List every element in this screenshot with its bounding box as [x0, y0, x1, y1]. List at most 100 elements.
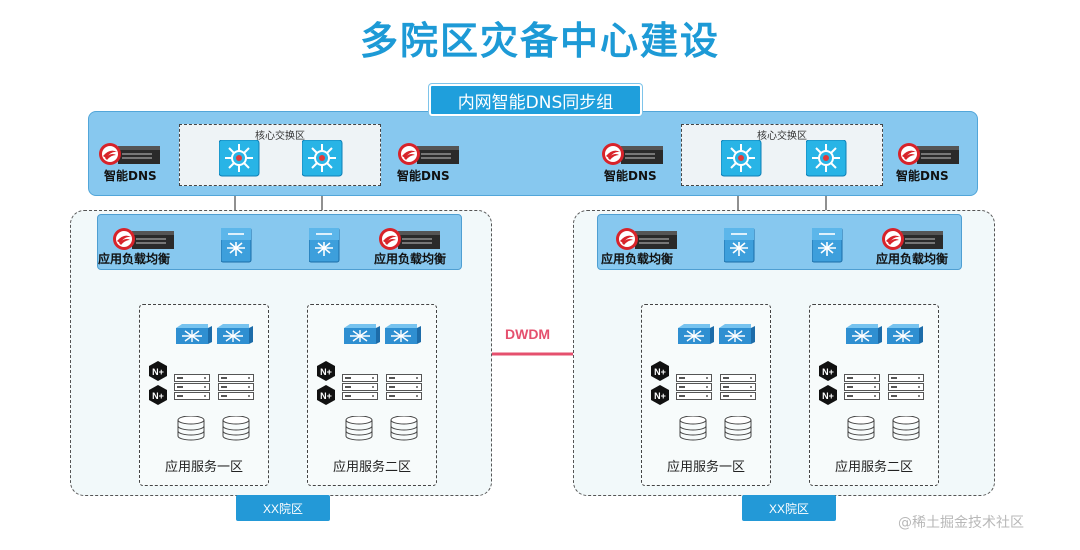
appliance-icon	[113, 228, 174, 250]
database-icon	[724, 416, 752, 441]
access-switch	[719, 324, 756, 345]
server-icon	[174, 374, 210, 400]
server-icon	[218, 374, 254, 400]
dns-label-1: 智能DNS	[104, 169, 157, 183]
core-zone-label-right: 核心交换区	[757, 131, 807, 142]
lb-label-2: 应用负载均衡	[374, 252, 447, 266]
database-icon	[177, 416, 205, 441]
server	[386, 374, 422, 400]
nginx-plus-icon	[651, 361, 669, 381]
campus-tag-right: XX院区	[742, 495, 836, 521]
database-icon	[847, 416, 875, 441]
lb-switch-2	[309, 228, 340, 263]
l2-switch-icon	[217, 324, 254, 345]
appliance-icon	[898, 143, 959, 165]
database	[390, 416, 418, 441]
lb-appliance-4	[881, 227, 943, 251]
dwdm-link-label: DWDM	[505, 326, 551, 342]
access-switch	[887, 324, 924, 345]
database	[679, 416, 707, 441]
dns-label-2: 智能DNS	[397, 169, 450, 183]
lb-appliance-1	[112, 227, 174, 251]
server	[844, 374, 880, 400]
access-switch	[217, 324, 254, 345]
core-switch-icon	[806, 140, 847, 177]
core-switch-icon	[302, 140, 343, 177]
core-switch-2	[302, 140, 343, 177]
core-switch-1	[219, 140, 260, 177]
nginx-plus-icon	[317, 361, 335, 381]
server-icon	[888, 374, 924, 400]
nginx-plus-icon	[149, 385, 167, 405]
dns-appliance-1	[98, 142, 160, 166]
access-switch	[344, 324, 381, 345]
load-balancer-switch-icon	[221, 228, 252, 263]
zone1-label-left: 应用服务一区	[164, 460, 243, 475]
nginx-plus	[650, 385, 670, 405]
lb-label-1: 应用负载均衡	[98, 252, 171, 266]
l2-switch-icon	[887, 324, 924, 345]
nginx-plus-icon	[819, 361, 837, 381]
server	[218, 374, 254, 400]
l2-switch-icon	[176, 324, 213, 345]
nginx-plus	[316, 361, 336, 381]
server-icon	[720, 374, 756, 400]
server-icon	[342, 374, 378, 400]
watermark: @稀土掘金技术社区	[898, 515, 1024, 531]
zone2-label-right: 应用服务二区	[834, 460, 913, 475]
appliance-icon	[882, 228, 943, 250]
lb-label-4: 应用负载均衡	[876, 252, 949, 266]
l2-switch-icon	[846, 324, 883, 345]
database-icon	[222, 416, 250, 441]
core-switch-icon	[219, 140, 260, 177]
database	[177, 416, 205, 441]
nginx-plus	[818, 385, 838, 405]
core-zone-right	[681, 124, 883, 186]
nginx-plus-icon	[317, 385, 335, 405]
server	[342, 374, 378, 400]
database	[222, 416, 250, 441]
access-switch	[846, 324, 883, 345]
core-switch-icon	[721, 140, 762, 177]
appliance-icon	[398, 143, 459, 165]
access-switch	[385, 324, 422, 345]
appliance-icon	[616, 228, 677, 250]
server	[174, 374, 210, 400]
l2-switch-icon	[719, 324, 756, 345]
l2-switch-icon	[678, 324, 715, 345]
database	[847, 416, 875, 441]
core-switch-4	[806, 140, 847, 177]
appliance-icon	[379, 228, 440, 250]
nginx-plus-icon	[819, 385, 837, 405]
server	[676, 374, 712, 400]
database	[345, 416, 373, 441]
lb-switch-1	[221, 228, 252, 263]
lb-switch-3	[724, 228, 755, 263]
database	[892, 416, 920, 441]
dns-label-4: 智能DNS	[896, 169, 949, 183]
nginx-plus-icon	[651, 385, 669, 405]
dns-appliance-2	[397, 142, 459, 166]
campus-tag-left: XX院区	[236, 495, 330, 521]
database	[724, 416, 752, 441]
database-icon	[892, 416, 920, 441]
nginx-plus	[818, 361, 838, 381]
nginx-plus	[148, 361, 168, 381]
zone2-label-left: 应用服务二区	[332, 460, 411, 475]
server-icon	[386, 374, 422, 400]
appliance-icon	[99, 143, 160, 165]
server-icon	[844, 374, 880, 400]
lb-appliance-3	[615, 227, 677, 251]
appliance-icon	[602, 143, 663, 165]
load-balancer-switch-icon	[309, 228, 340, 263]
lb-appliance-2	[378, 227, 440, 251]
nginx-plus	[148, 385, 168, 405]
core-zone-left	[179, 124, 381, 186]
server-icon	[676, 374, 712, 400]
dns-sync-group-label: 内网智能DNS同步组	[429, 84, 642, 116]
nginx-plus-icon	[149, 361, 167, 381]
l2-switch-icon	[385, 324, 422, 345]
core-zone-label-left: 核心交换区	[255, 131, 305, 142]
server	[888, 374, 924, 400]
lb-switch-4	[812, 228, 843, 263]
